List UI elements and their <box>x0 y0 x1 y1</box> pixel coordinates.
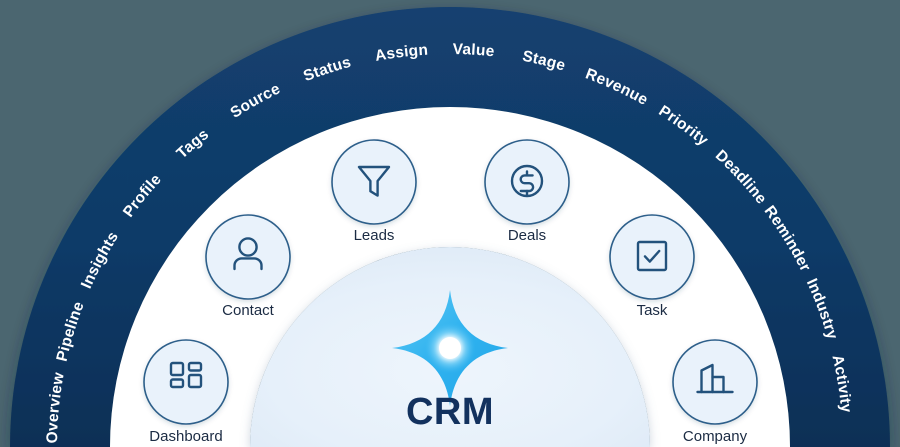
contact-label: Contact <box>222 302 275 319</box>
crm-title: CRM <box>406 391 494 433</box>
checkbox-check-icon <box>636 240 668 272</box>
deals-circle-bg <box>485 140 569 224</box>
contact-circle-bg <box>206 215 290 299</box>
dashboard-circle-bg <box>144 340 228 424</box>
dashboard-label: Dashboard <box>149 428 222 445</box>
task-label: Task <box>637 302 668 319</box>
arc-label-value: Value <box>453 41 496 60</box>
deals-label: Deals <box>508 227 546 244</box>
company-label: Company <box>683 428 748 445</box>
grid-layout-icon <box>169 361 203 389</box>
user-person-icon <box>233 237 263 271</box>
leads-circle-bg <box>332 140 416 224</box>
node-dashboard[interactable]: Dashboard <box>143 339 229 445</box>
node-leads[interactable]: Leads <box>331 139 417 244</box>
contact-circle-ring <box>205 214 291 300</box>
task-circle-ring <box>609 214 695 300</box>
task-circle-bg <box>610 215 694 299</box>
arc-label-assign: Assign <box>374 42 429 65</box>
company-circle-bg <box>673 340 757 424</box>
node-contact[interactable]: Contact <box>205 214 291 319</box>
dollar-coin-icon <box>510 164 544 198</box>
leads-circle-ring <box>331 139 417 225</box>
dashboard-circle-ring <box>143 339 229 425</box>
node-company[interactable]: Company <box>672 339 758 445</box>
node-deals[interactable]: Deals <box>484 139 570 244</box>
company-circle-ring <box>672 339 758 425</box>
crm-star-burst-logo <box>392 290 508 406</box>
inner-white-ring-shape <box>110 107 790 447</box>
funnel-filter-icon <box>357 165 391 197</box>
leads-label: Leads <box>354 227 395 244</box>
outer-ring-band-shape <box>10 7 890 447</box>
office-building-icon <box>696 363 734 394</box>
deals-circle-ring <box>484 139 570 225</box>
node-task[interactable]: Task <box>609 214 695 319</box>
